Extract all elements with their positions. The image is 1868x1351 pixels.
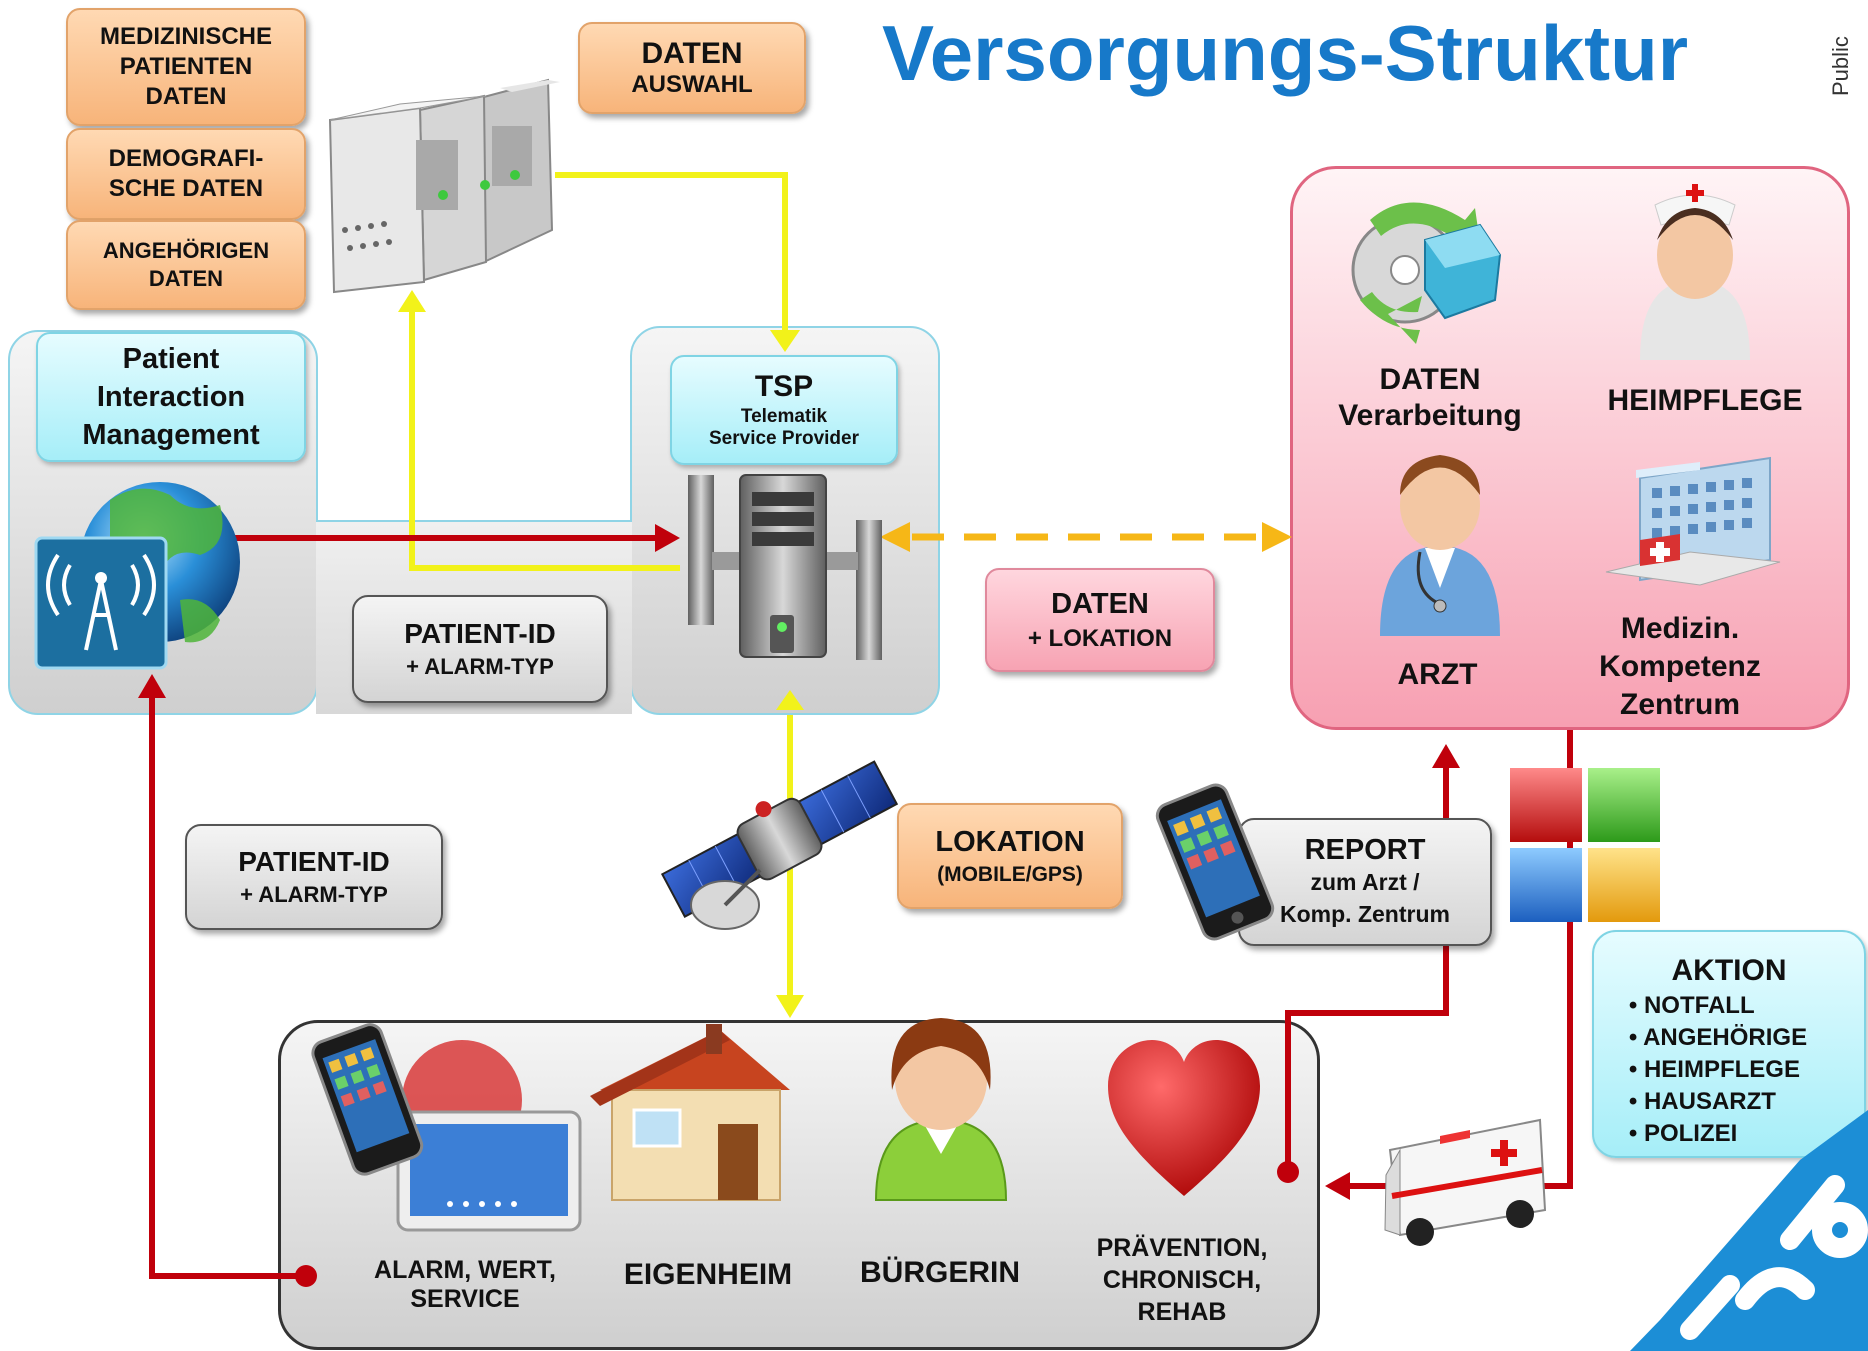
report-box: REPORT zum Arzt / Komp. Zentrum — [1238, 818, 1492, 946]
red-arrow-bottom — [1325, 1172, 1350, 1200]
red-dot-alarm — [295, 1265, 317, 1287]
competence-center-line2: Kompetenz — [1599, 650, 1761, 683]
prevention-line2: CHRONISCH, — [1102, 1266, 1262, 1294]
data-processing-line2: Verarbeitung — [1338, 399, 1522, 432]
pim-line1: Patient — [122, 343, 220, 375]
tsp-box: TSP Telematik Service Provider — [670, 355, 898, 465]
medical-data-label: MEDIZINISCHE PATIENTEN DATEN — [99, 23, 272, 110]
data-processing-line1: DATEN — [1379, 363, 1481, 396]
tsp-title: TSP — [754, 370, 814, 403]
report-line2: zum Arzt / — [1310, 869, 1420, 895]
red-line-alarm-globe — [149, 690, 306, 1279]
orange-arrow-right — [1262, 522, 1292, 552]
data-location-line1: DATEN — [1051, 587, 1149, 620]
alarm-line2: SERVICE — [410, 1285, 520, 1313]
yellow-arrow-server — [398, 290, 426, 312]
competence-center-line3: Zentrum — [1620, 688, 1740, 721]
data-processing-label: DATEN Verarbeitung — [1315, 362, 1545, 434]
red-dot-report — [1277, 1161, 1299, 1183]
pim-line2: Interaction — [96, 381, 246, 413]
patient-id-box-top: PATIENT-ID + ALARM-TYP — [352, 595, 608, 703]
medical-data-box: MEDIZINISCHE PATIENTEN DATEN — [66, 8, 306, 126]
home-care-label: HEIMPFLEGE — [1607, 384, 1803, 417]
report-line3: Komp. Zentrum — [1280, 901, 1450, 927]
alarm-line1: ALARM, WERT, — [374, 1256, 556, 1284]
data-selection-line1: DATEN — [641, 37, 743, 70]
patient-id-left-line1: PATIENT-ID — [238, 846, 390, 877]
action-list: NOTFALL ANGEHÖRIGE HEIMPFLEGE HAUSARZT P… — [1629, 990, 1807, 1150]
red-arrow-globe — [138, 674, 166, 698]
action-item-home-care: HEIMPFLEGE — [1629, 1054, 1807, 1086]
patient-id-box-left: PATIENT-ID + ALARM-TYP — [185, 824, 443, 930]
patient-id-top-line2: + ALARM-TYP — [406, 654, 554, 679]
location-line1: LOKATION — [935, 825, 1085, 858]
patient-id-left-line2: + ALARM-TYP — [240, 882, 388, 907]
tsp-line2: Service Provider — [709, 428, 859, 449]
prevention-line3: REHAB — [1137, 1298, 1227, 1326]
home-label: EIGENHEIM — [623, 1258, 793, 1291]
data-selection-line2: AUSWAHL — [631, 71, 753, 98]
red-arrow-care — [1432, 744, 1460, 768]
action-item-emergency: NOTFALL — [1629, 990, 1807, 1022]
page-title: Versorgungs-Struktur — [882, 9, 1689, 97]
doctor-label: ARZT — [1397, 658, 1478, 691]
orange-arrow-left — [880, 522, 910, 552]
demographic-data-label: DEMOGRAFI-SCHE DATEN — [108, 145, 264, 202]
competence-center-line1: Medizin. — [1620, 612, 1740, 645]
action-item-police: POLIZEI — [1629, 1118, 1807, 1150]
pim-line3: Management — [82, 419, 260, 451]
pim-box: Patient Interaction Management — [36, 332, 306, 462]
action-item-relatives: ANGEHÖRIGE — [1629, 1022, 1807, 1054]
patient-id-top-line1: PATIENT-ID — [404, 618, 556, 649]
competence-center-label: Medizin. Kompetenz Zentrum — [1575, 610, 1785, 724]
prevention-label: PRÄVENTION, CHRONISCH, REHAB — [1082, 1232, 1282, 1328]
yellow-line-pim-server — [409, 300, 680, 571]
yellow-arrow-tsp — [770, 330, 800, 352]
yellow-line-server-tsp — [555, 172, 788, 340]
prevention-line1: PRÄVENTION, — [1096, 1234, 1268, 1262]
yellow-arrow-down — [776, 995, 804, 1018]
location-line2: (MOBILE/GPS) — [937, 862, 1083, 886]
data-location-line2: + LOKATION — [1027, 624, 1173, 652]
alarm-label: ALARM, WERT, SERVICE — [350, 1256, 580, 1314]
data-location-box: DATEN + LOKATION — [985, 568, 1215, 672]
yellow-arrow-up — [776, 690, 804, 710]
location-box: LOKATION (MOBILE/GPS) — [897, 803, 1123, 909]
data-selection-box: DATEN AUSWAHL — [578, 22, 806, 114]
red-arrow-tsp — [655, 524, 680, 552]
action-item-family-doctor: HAUSARZT — [1629, 1086, 1807, 1118]
citizen-label: BÜRGERIN — [859, 1256, 1020, 1289]
action-box: AKTION NOTFALL ANGEHÖRIGE HEIMPFLEGE HAU… — [1592, 930, 1866, 1158]
report-line1: REPORT — [1304, 834, 1426, 866]
relatives-data-box: ANGEHÖRIGEN DATEN — [66, 220, 306, 310]
action-title: AKTION — [1671, 954, 1787, 987]
demographic-data-box: DEMOGRAFI-SCHE DATEN — [66, 128, 306, 220]
tsp-line1: Telematik — [740, 406, 828, 427]
relatives-data-label: ANGEHÖRIGEN DATEN — [102, 238, 270, 291]
